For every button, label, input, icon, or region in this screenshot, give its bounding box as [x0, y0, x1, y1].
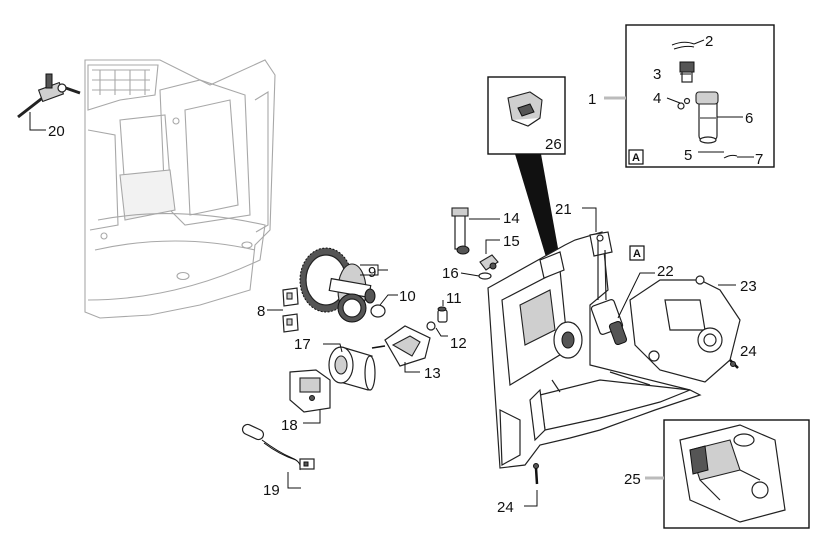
callout-17: 17 — [294, 336, 311, 353]
detail-inset-25 — [663, 419, 810, 529]
callout-14: 14 — [503, 210, 520, 227]
callout-4: 4 — [653, 90, 661, 107]
part-10-ring — [337, 293, 367, 323]
callout-24b: 24 — [497, 499, 514, 516]
inset-marker-a: A — [632, 152, 640, 164]
callout-23: 23 — [740, 278, 757, 295]
callout-13: 13 — [424, 365, 441, 382]
callout-1: 1 — [588, 91, 596, 108]
frame-marker-a: A — [633, 248, 641, 260]
part-3-valve — [679, 61, 695, 83]
leader-19 — [287, 472, 301, 489]
callout-20: 20 — [48, 123, 65, 140]
part-2-clip — [671, 41, 695, 50]
part-20-sensor-probe — [17, 73, 81, 119]
callout-5: 5 — [684, 147, 692, 164]
callout-12: 12 — [450, 335, 467, 352]
main-frame-21 — [487, 231, 702, 469]
callout-26: 26 — [545, 136, 562, 153]
part-12-o-ring — [426, 321, 436, 331]
part-11-fitting — [437, 306, 448, 323]
part-19-cable-harness — [241, 423, 315, 471]
leader-22 — [617, 272, 655, 319]
part-22-valve-assembly: A — [590, 245, 645, 346]
callout-7: 7 — [755, 151, 763, 168]
machine-housing-ghost — [84, 59, 276, 319]
callout-8: 8 — [257, 303, 265, 320]
part-15-elbow — [479, 254, 499, 271]
leader-13 — [404, 362, 420, 373]
callout-3: 3 — [653, 66, 661, 83]
part-24-screw-bottom — [533, 463, 539, 485]
callout-10: 10 — [399, 288, 416, 305]
leader-18 — [303, 410, 321, 424]
part-23-cover-panel — [629, 275, 741, 383]
callout-19: 19 — [263, 482, 280, 499]
callout-6: 6 — [745, 110, 753, 127]
callout-21: 21 — [555, 201, 572, 218]
part-14-bolt — [451, 207, 470, 255]
part-13-gearbox — [371, 325, 431, 367]
leader-16 — [460, 272, 480, 277]
leader-24b — [524, 490, 538, 507]
leader-2 — [693, 39, 705, 45]
callout-24a: 24 — [740, 343, 757, 360]
callout-16: 16 — [442, 265, 459, 282]
callout-18: 18 — [281, 417, 298, 434]
part-9-gear-assembly — [299, 247, 376, 317]
detail-inset-a: A — [625, 24, 775, 168]
part-10-o-ring — [370, 304, 386, 318]
inset-marker-box — [628, 149, 644, 165]
leader-21 — [582, 207, 597, 232]
callout-22: 22 — [657, 263, 674, 280]
part-17-motor — [328, 346, 376, 391]
callout-9: 9 — [368, 264, 376, 281]
part-6-valve-body — [695, 91, 719, 144]
part-18-bracket — [289, 369, 331, 413]
leader-10 — [379, 294, 398, 306]
callout-25: 25 — [624, 471, 641, 488]
leader-15 — [485, 239, 500, 254]
leader-17 — [323, 343, 343, 353]
leader-4 — [666, 97, 681, 104]
part-8-clips — [282, 287, 299, 333]
callout-2: 2 — [705, 33, 713, 50]
leader-20 — [29, 112, 46, 131]
callout-15: 15 — [503, 233, 520, 250]
part-24-screw-right — [729, 359, 739, 369]
part-7-clip — [723, 154, 738, 159]
leader-12 — [435, 327, 448, 337]
callout-11: 11 — [446, 290, 462, 307]
part-16-o-ring — [478, 272, 492, 280]
part-4-ring — [677, 97, 691, 110]
